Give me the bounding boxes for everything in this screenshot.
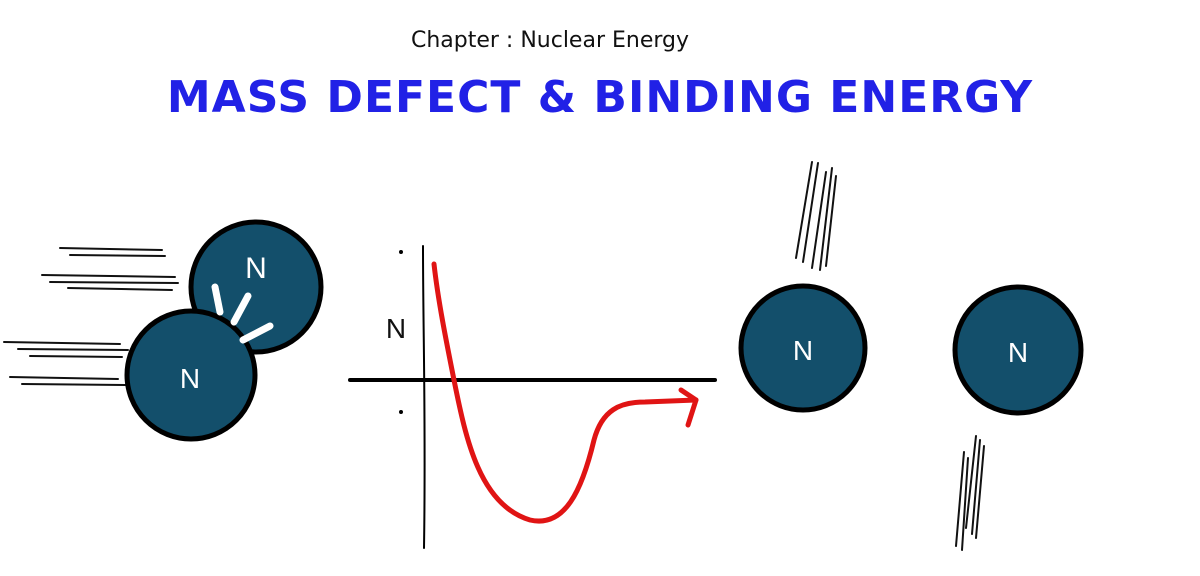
main-title: MASS DEFECT & BINDING ENERGY (166, 72, 1034, 123)
chapter-heading: Chapter : Nuclear Energy (410, 28, 690, 53)
nucleon-far-right: N (952, 284, 1084, 416)
nucleon-label: N (793, 335, 813, 366)
motion-lines-left (3, 247, 179, 386)
nucleon-middle-right: N (738, 283, 868, 413)
nucleon-bottom-left: N (124, 308, 258, 442)
graph-axes (348, 245, 717, 549)
motion-lines-bottom (955, 435, 985, 551)
motion-lines-top (795, 161, 837, 271)
graph-ylabel: N (386, 313, 406, 344)
potential-curve (431, 261, 699, 524)
nucleon-label: N (180, 363, 200, 394)
nucleon-label: N (1008, 337, 1028, 368)
nucleon-label: N (245, 252, 267, 285)
impact-marks (211, 283, 274, 344)
y-axis (422, 245, 426, 549)
